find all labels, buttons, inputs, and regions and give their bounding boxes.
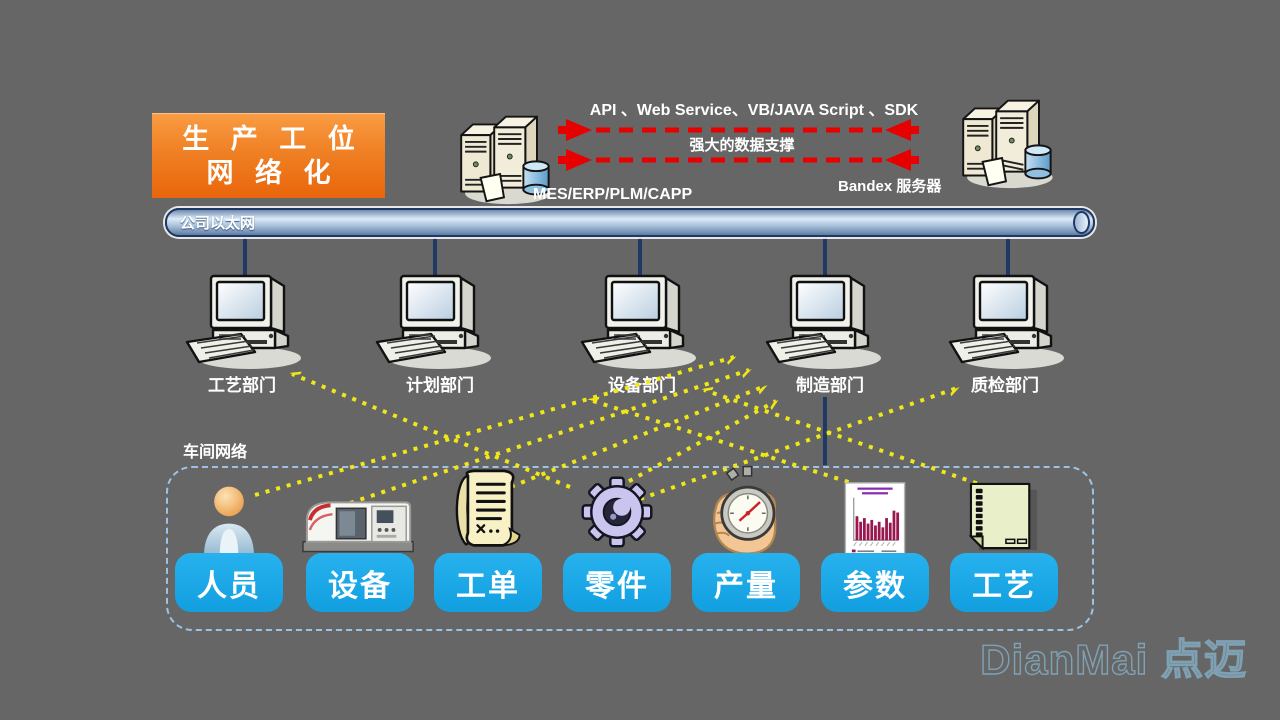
network-dropline: [638, 233, 642, 283]
person-icon: [192, 480, 266, 563]
gear-icon: [576, 472, 658, 557]
network-dropline: [433, 233, 437, 283]
workshop-item-equipment: 设备: [302, 470, 414, 612]
dept-label-manufacturing: 制造部门: [796, 376, 864, 395]
chart-icon: [844, 482, 906, 561]
network-dropline: [1006, 233, 1010, 283]
company-ethernet-bus: 公司以太网: [165, 208, 1095, 237]
watermark: DianMai 点迈: [980, 635, 1247, 683]
workshop-item-parts: 零件: [563, 470, 671, 612]
workshop-item-personnel: 人员: [175, 470, 283, 612]
parameters-button[interactable]: 参数: [821, 553, 929, 612]
computer-manufacturing-dept: [763, 272, 887, 377]
dept-label-equipment: 设备部门: [608, 376, 676, 395]
workshop-item-parameters: 参数: [821, 470, 929, 612]
process-button[interactable]: 工艺: [950, 553, 1058, 612]
title-line1: 生 产 工 位: [182, 124, 362, 154]
mes-server-icon: [443, 106, 561, 208]
work-order-button[interactable]: 工单: [434, 553, 542, 612]
workshop-item-output: 产量: [692, 465, 800, 612]
computer-equipment-dept: [578, 272, 702, 377]
api-label: API 、Web Service、VB/JAVA Script 、SDK: [589, 102, 919, 119]
machine-icon: [301, 494, 419, 561]
bandex-server-label: Bandex 服务器: [838, 178, 942, 195]
ethernet-label: 公司以太网: [180, 215, 256, 232]
computer-process-dept: [183, 272, 307, 377]
dept-label-process: 工艺部门: [208, 376, 276, 395]
output-button[interactable]: 产量: [692, 553, 800, 612]
parts-button[interactable]: 零件: [563, 553, 671, 612]
dept-label-quality: 质检部门: [971, 376, 1039, 395]
title-banner: 生 产 工 位 网 络 化: [152, 113, 385, 198]
network-dropline: [823, 233, 827, 283]
equipment-button[interactable]: 设备: [306, 553, 414, 612]
personnel-button[interactable]: 人员: [175, 553, 283, 612]
bandex-server-icon: [945, 90, 1063, 192]
dept-label-planning: 计划部门: [406, 376, 474, 395]
title-line2: 网 络 化: [206, 158, 338, 188]
network-dropline: [243, 233, 247, 283]
workshop-item-workorder: 工单: [434, 468, 542, 612]
workshop-network-label: 车间网络: [183, 444, 248, 461]
workshop-item-process: 工艺: [950, 470, 1058, 612]
computer-quality-dept: [946, 272, 1070, 377]
stopwatch-icon: [704, 464, 788, 561]
data-support-label: 强大的数据支撑: [689, 137, 795, 154]
manufacturing-workshop-link: [823, 397, 827, 465]
bus-end-cap: [1073, 211, 1090, 234]
computer-planning-dept: [373, 272, 497, 377]
document-icon: [967, 482, 1041, 557]
work-order-icon: [445, 468, 531, 559]
mes-server-label: MES/ERP/PLM/CAPP: [533, 186, 693, 203]
